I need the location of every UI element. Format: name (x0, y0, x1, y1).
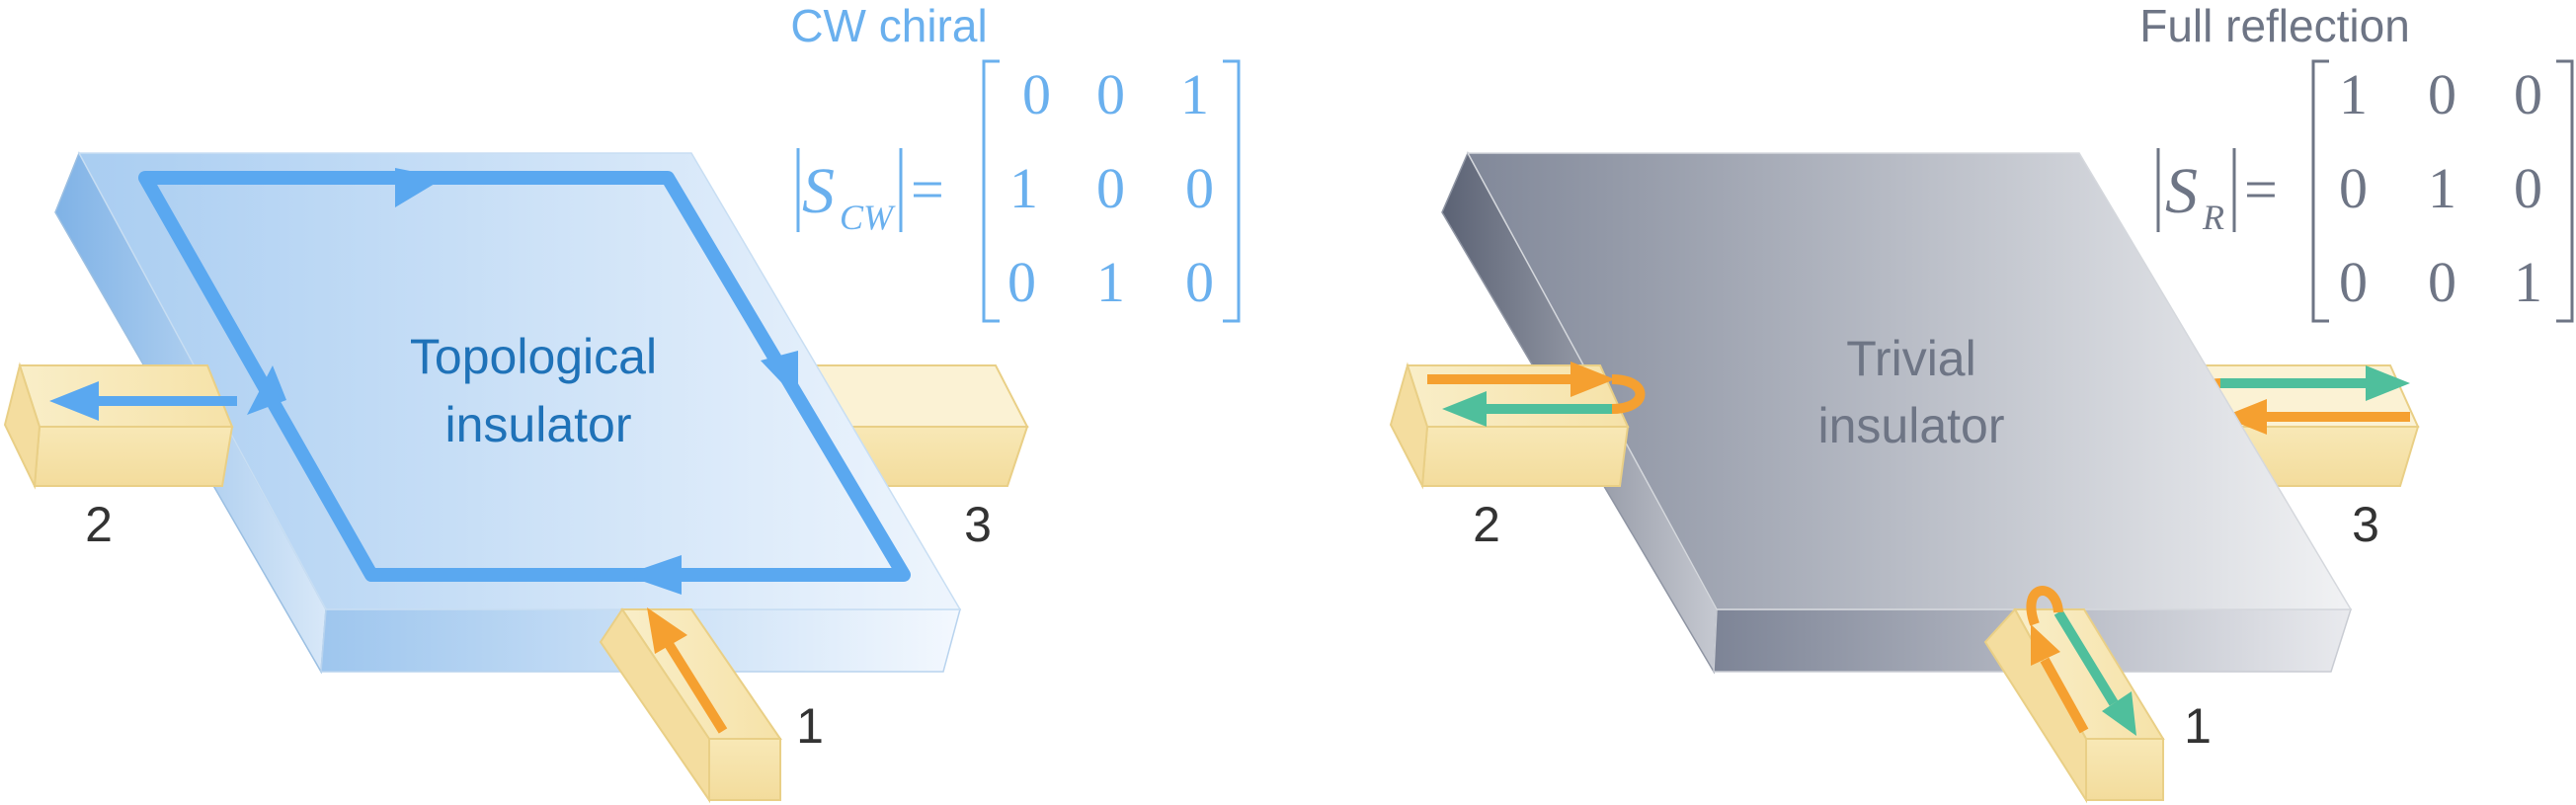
matrix-subscript: R (2202, 198, 2224, 237)
matrix-symbol: S (802, 155, 835, 227)
port-label-2-right: 2 (1473, 497, 1500, 552)
matrix-cell: 1 (2514, 250, 2542, 314)
matrix-cell: 0 (2339, 156, 2368, 220)
waveguide-port-2-right (1389, 362, 1646, 490)
matrix-cell: 1 (1180, 62, 1209, 126)
reflection-loop-port-1 (2026, 586, 2063, 626)
slab-label-insulator: insulator (445, 397, 632, 452)
slab-label-trivial: Trivial (1846, 331, 1975, 386)
port-label-2: 2 (85, 497, 113, 552)
matrix-cell: 1 (2428, 156, 2456, 220)
slab-label-topological: Topological (410, 329, 657, 384)
heading-cw-chiral: CW chiral (790, 0, 987, 51)
waveguide-port-1-right (1983, 586, 2165, 804)
waveguide-port-1-left (599, 607, 782, 804)
port-label-3-right: 3 (2352, 497, 2379, 552)
slab-label-insulator-right: insulator (1818, 398, 2005, 453)
matrix-cell: 0 (1096, 62, 1125, 126)
chiral-edge-loop (138, 168, 911, 595)
reflect-arrow-in-port-1 (2031, 624, 2060, 666)
reflection-loop-port-2 (1611, 374, 1646, 414)
matrix-cell: 1 (1096, 250, 1125, 314)
heading-full-reflection: Full reflection (2139, 0, 2410, 51)
waveguide-port-2-left (3, 362, 237, 490)
edge-arrow-right (761, 351, 798, 400)
matrix-subscript: CW (840, 198, 896, 237)
input-arrow-port-1 (647, 607, 687, 654)
matrix-cell: 0 (1185, 156, 1214, 220)
matrix-cell: 0 (1022, 62, 1051, 126)
matrix-cell: 1 (1009, 156, 1038, 220)
matrix-cell: 0 (2514, 156, 2542, 220)
right-panel: Trivial insulator 2 3 1 Full reflection … (1389, 0, 2574, 804)
port-label-1: 1 (796, 698, 824, 754)
port-label-1-right: 1 (2184, 698, 2212, 754)
waveguide-port-3-right (2195, 364, 2420, 487)
equals-sign: = (2244, 157, 2278, 222)
left-panel: Topological insulator 2 3 1 CW chiral S … (3, 0, 1241, 804)
edge-arrow-top (395, 168, 444, 207)
matrix-cell: 0 (1185, 250, 1214, 314)
edge-arrow-left (247, 365, 286, 415)
reflect-arrow-in-port-2 (1570, 362, 1615, 397)
matrix-cell: 0 (2428, 62, 2456, 126)
reflect-arrow-out-port-1 (2102, 691, 2136, 736)
scattering-matrix-r: S R = 1 0 0 0 1 0 0 0 1 (2156, 59, 2574, 323)
edge-arrow-bottom (624, 555, 682, 595)
matrix-cell: 0 (2514, 62, 2542, 126)
scattering-matrix-cw: S CW = 0 0 1 1 0 0 0 1 0 (796, 59, 1241, 323)
matrix-cell: 0 (2339, 250, 2368, 314)
matrix-cell: 1 (2339, 62, 2368, 126)
reflect-arrow-out-port-2 (1442, 391, 1487, 427)
matrix-cell: 0 (1007, 250, 1036, 314)
port-label-3: 3 (964, 497, 992, 552)
matrix-symbol: S (2165, 155, 2198, 227)
output-arrow-port-2 (49, 381, 99, 421)
matrix-cell: 0 (1096, 156, 1125, 220)
equals-sign: = (911, 157, 944, 222)
matrix-cell: 0 (2428, 250, 2456, 314)
reflect-arrow-out-port-3 (2366, 365, 2410, 401)
reflect-arrow-in-port-3 (2222, 399, 2267, 435)
